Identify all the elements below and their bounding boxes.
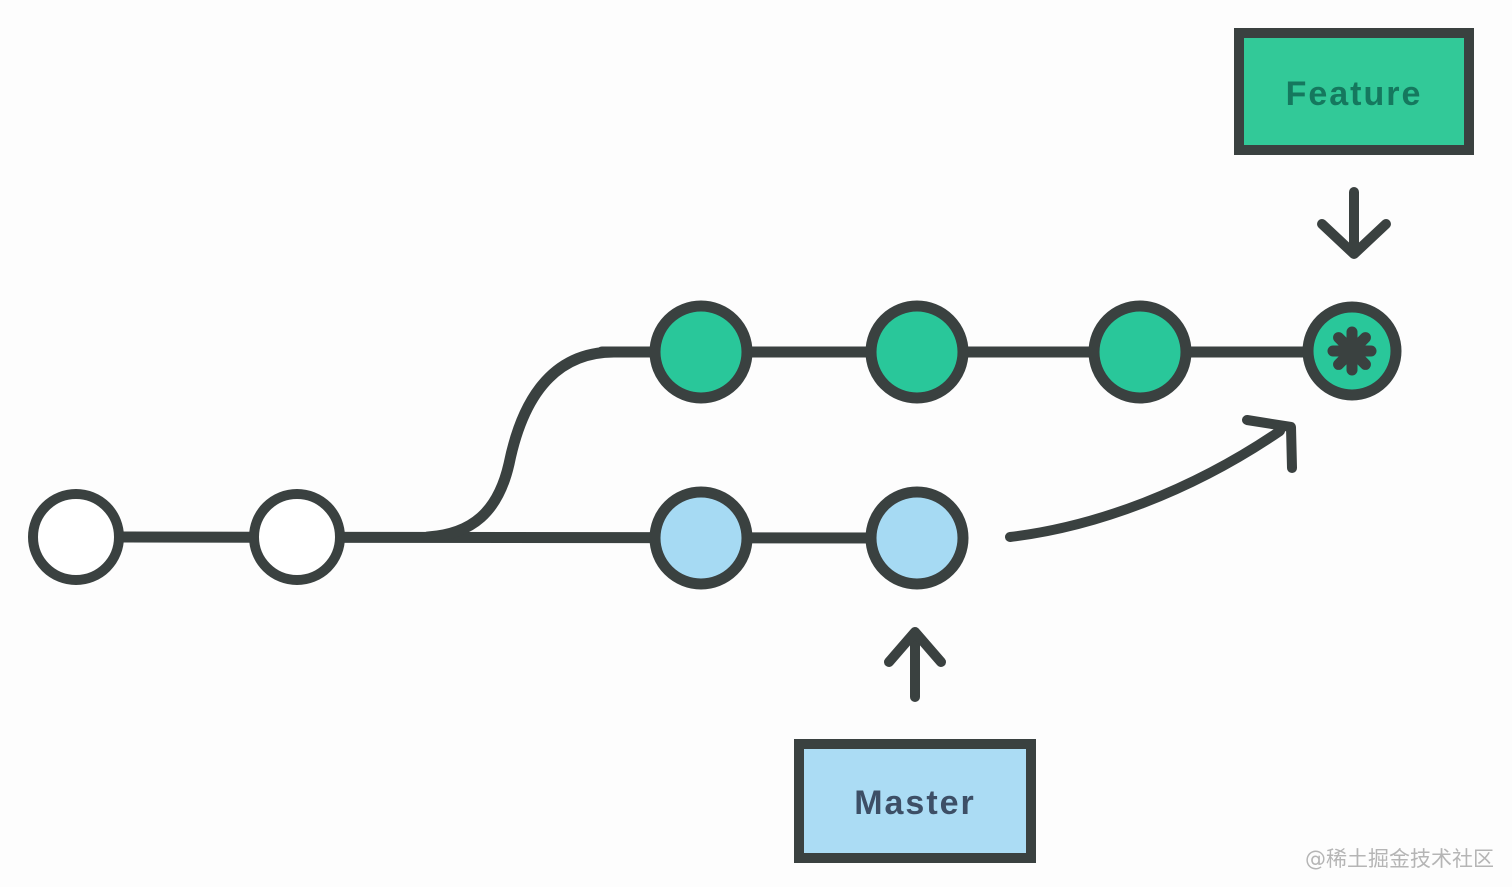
master-label-box xyxy=(794,739,1036,863)
feature-label: Feature xyxy=(1234,28,1474,155)
commit-nodes xyxy=(28,300,1402,590)
branch-split-curve xyxy=(422,346,620,543)
watermark: @稀土掘金技术社区 xyxy=(1305,847,1494,871)
master-arrow-head xyxy=(884,627,946,667)
feature-arrow-down-icon xyxy=(1317,187,1391,259)
commit-node-shared-2 xyxy=(249,489,345,585)
master-label-text: Master xyxy=(854,784,976,822)
commit-node-feature-1 xyxy=(649,300,753,404)
feature-label-box xyxy=(1234,28,1474,155)
merge-arrow-curve xyxy=(1005,426,1285,542)
commit-node-master-1 xyxy=(649,486,753,590)
merge-arrow-head-icon xyxy=(1242,415,1297,473)
commit-node-feature-2 xyxy=(865,300,969,404)
master-branch-line xyxy=(70,531,923,544)
commit-node-master-2 xyxy=(865,486,969,590)
asterisk-icon xyxy=(1333,332,1371,370)
master-label: Master xyxy=(794,739,1036,863)
master-arrow-up-icon xyxy=(884,627,946,702)
commit-node-feature-3 xyxy=(1088,300,1192,404)
feature-label-text: Feature xyxy=(1286,75,1423,113)
commit-node-shared-1 xyxy=(28,489,124,585)
feature-arrow-head xyxy=(1317,219,1391,259)
